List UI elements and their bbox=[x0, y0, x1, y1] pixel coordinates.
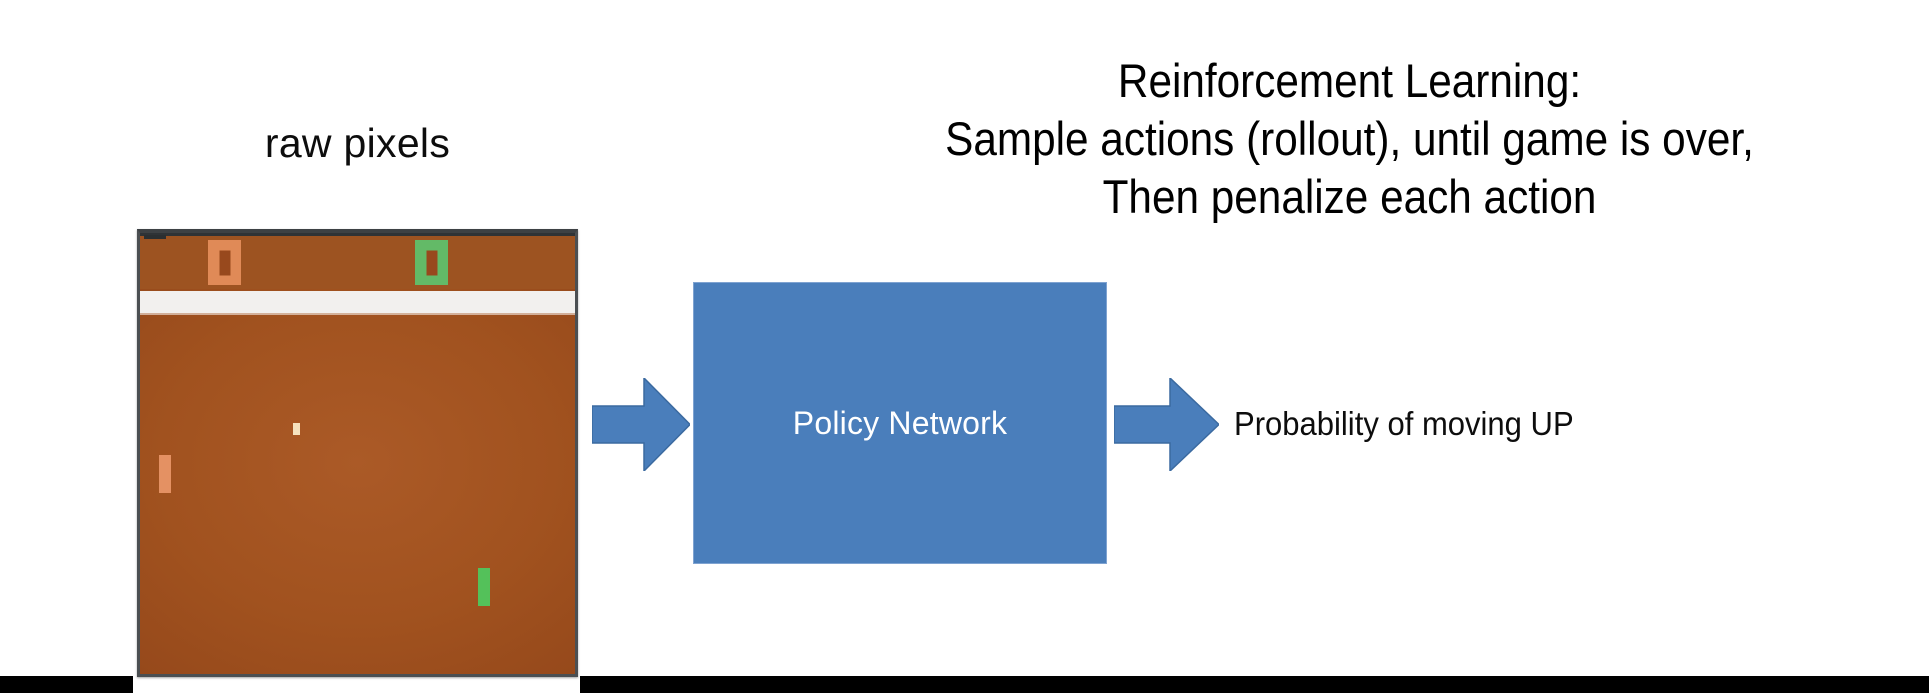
pong-score-left bbox=[208, 240, 241, 285]
raw-pixels-caption: raw pixels bbox=[264, 120, 451, 166]
pong-top-edge bbox=[140, 233, 575, 236]
footer-bar-left bbox=[0, 676, 133, 693]
pong-wall-bar bbox=[140, 291, 575, 313]
pong-score-left-digit-cutout bbox=[219, 250, 230, 275]
pong-score-row bbox=[140, 233, 575, 289]
pong-paddle-left bbox=[159, 455, 171, 493]
pong-ball bbox=[293, 423, 300, 435]
pong-game-frame bbox=[137, 229, 578, 677]
pong-score-right-digit-cutout bbox=[426, 250, 437, 275]
headline-line-3: Then penalize each action bbox=[1102, 170, 1597, 223]
output-label: Probability of moving UP bbox=[1234, 405, 1574, 442]
policy-network-box[interactable]: Policy Network bbox=[693, 282, 1107, 564]
slide-headline: Reinforcement Learning: Sample actions (… bbox=[828, 52, 1871, 226]
right-arrow-icon bbox=[1113, 376, 1221, 473]
pong-top-nub bbox=[144, 235, 166, 239]
headline-line-2: Sample actions (rollout), until game is … bbox=[945, 112, 1754, 165]
input-arrow bbox=[591, 376, 692, 473]
policy-network-label: Policy Network bbox=[792, 404, 1008, 441]
headline-line-1: Reinforcement Learning: bbox=[1117, 54, 1582, 107]
right-arrow-icon bbox=[591, 376, 692, 473]
output-arrow bbox=[1113, 376, 1221, 473]
pong-score-right bbox=[415, 240, 448, 285]
footer-bar-right bbox=[580, 676, 1929, 693]
pong-paddle-right bbox=[478, 568, 490, 606]
